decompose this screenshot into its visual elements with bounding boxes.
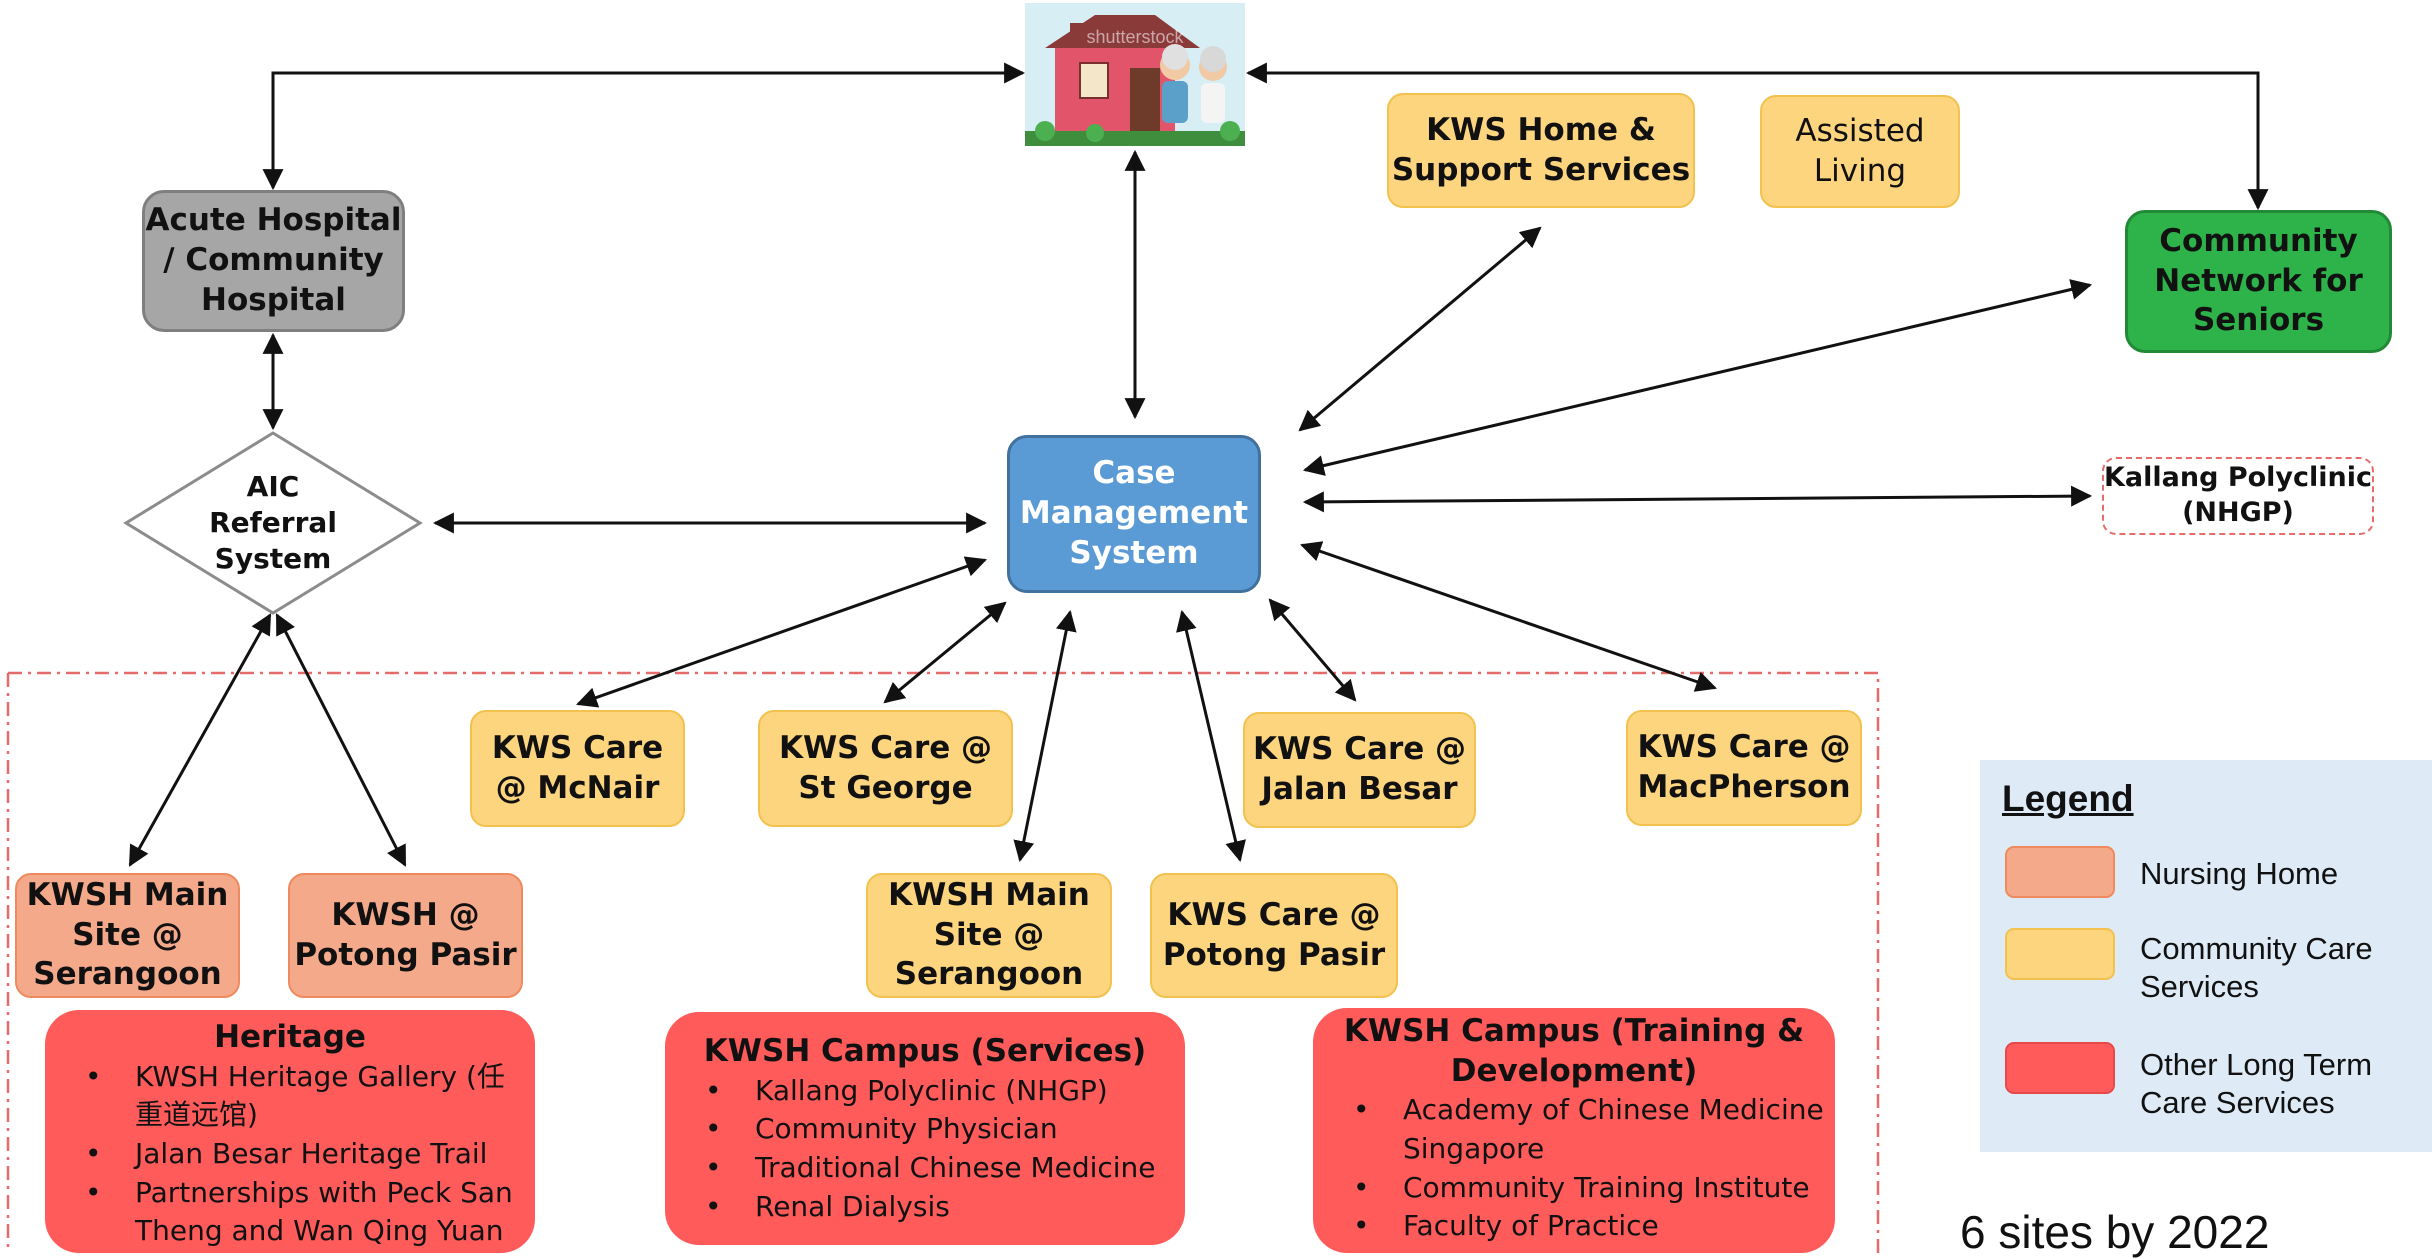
arrow-case-mcnair bbox=[576, 556, 987, 708]
campus-training-item: Academy of Chinese Medicine Singapore bbox=[1313, 1091, 1835, 1168]
campus-training-item: Faculty of Practice bbox=[1313, 1207, 1835, 1246]
arrow-aic-main-left bbox=[128, 613, 272, 867]
campus-services-item-text: Traditional Chinese Medicine bbox=[755, 1150, 1156, 1184]
arrow-case-macpherson bbox=[1300, 541, 1717, 692]
kwsh-potong-pasir-label: KWSH @ Potong Pasir bbox=[294, 896, 517, 973]
kws-home-support-node[interactable]: KWS Home & Support Services bbox=[1387, 93, 1695, 208]
campus-training-item-text: Academy of Chinese Medicine Singapore bbox=[1403, 1093, 1824, 1165]
arrow-case-care-potong-pasir bbox=[1176, 609, 1246, 863]
campus-services-item: Kallang Polyclinic (NHGP) bbox=[665, 1072, 1185, 1111]
arrow-house-community-network bbox=[1245, 62, 2269, 211]
kws-care-mcnair-node[interactable]: KWS Care @ McNair bbox=[470, 710, 685, 827]
arrow-house-acute bbox=[262, 62, 1026, 191]
campus-services-title: KWSH Campus (Services) bbox=[703, 1033, 1147, 1069]
house-with-elderly-couple-icon: shutterstock bbox=[1025, 3, 1245, 146]
kws-care-jalan-besar-node[interactable]: KWS Care @ Jalan Besar bbox=[1243, 712, 1476, 828]
campus-training-item-text: Community Training Institute bbox=[1403, 1170, 1810, 1204]
acute-hospital-node[interactable]: Acute Hospital / Community Hospital bbox=[142, 190, 405, 332]
kwsh-main-site-left-label: KWSH Main Site @ Serangoon bbox=[26, 876, 229, 993]
campus-training-list: Academy of Chinese Medicine Singapore Co… bbox=[1313, 1091, 1835, 1246]
legend-panel: Legend Nursing Home Community Care Servi… bbox=[1980, 760, 2432, 1152]
kws-care-macpherson-label: KWS Care @ MacPherson bbox=[1637, 729, 1851, 805]
arrow-case-home-support bbox=[1298, 226, 1542, 432]
campus-services-item-text: Renal Dialysis bbox=[755, 1189, 950, 1223]
heritage-list: KWSH Heritage Gallery (任 重道远馆) Jalan Bes… bbox=[45, 1058, 535, 1251]
campus-services-item: Traditional Chinese Medicine bbox=[665, 1149, 1185, 1188]
arrow-case-main-center bbox=[1013, 609, 1077, 863]
house-elderly-couple-image: shutterstock bbox=[1025, 3, 1245, 146]
heritage-item: Jalan Besar Heritage Trail bbox=[45, 1135, 535, 1174]
campus-training-box[interactable]: KWSH Campus (Training & Development) Aca… bbox=[1313, 1008, 1835, 1253]
kws-care-macpherson-node[interactable]: KWS Care @ MacPherson bbox=[1626, 710, 1862, 826]
campus-training-title: KWSH Campus (Training & Development) bbox=[1343, 1013, 1805, 1089]
case-management-label: Case Management System bbox=[1019, 455, 1249, 571]
kwsh-potong-pasir-node[interactable]: KWSH @ Potong Pasir bbox=[288, 873, 523, 998]
arrow-aic-kwsh-potong-pasir bbox=[275, 613, 407, 867]
legend-label-other-ltc: Other Long Term Care Services bbox=[2140, 1047, 2373, 1120]
heritage-item: KWSH Heritage Gallery (任 重道远馆) bbox=[45, 1058, 535, 1135]
campus-services-list: Kallang Polyclinic (NHGP) Community Phys… bbox=[665, 1072, 1185, 1227]
kws-care-jalan-besar-label: KWS Care @ Jalan Besar bbox=[1252, 731, 1467, 807]
campus-boundary bbox=[8, 671, 1880, 1253]
campus-services-item-text: Community Physician bbox=[755, 1112, 1058, 1146]
kwsh-main-site-center-node[interactable]: KWSH Main Site @ Serangoon bbox=[866, 873, 1112, 998]
heritage-title: Heritage bbox=[214, 1019, 366, 1055]
heritage-item-text: Partnerships with Peck San Theng and Wan… bbox=[135, 1175, 513, 1248]
footnote-text: 6 sites by 2022 bbox=[1960, 1206, 2270, 1258]
heritage-box[interactable]: Heritage KWSH Heritage Gallery (任 重道远馆) … bbox=[45, 1010, 535, 1253]
aic-referral-label-box: AIC Referral System bbox=[173, 463, 373, 583]
community-network-label: Community Network for Seniors bbox=[2154, 222, 2363, 339]
legend-label-nursing-home: Nursing Home bbox=[2140, 856, 2339, 891]
campus-services-item: Renal Dialysis bbox=[665, 1188, 1185, 1227]
legend-swatch-other-ltc bbox=[2005, 1042, 2115, 1094]
watermark-text: shutterstock bbox=[1086, 27, 1184, 47]
campus-services-item-text: Kallang Polyclinic (NHGP) bbox=[755, 1073, 1108, 1107]
legend-swatch-community-care bbox=[2005, 928, 2115, 980]
acute-hospital-label: Acute Hospital / Community Hospital bbox=[145, 202, 402, 318]
heritage-item: Partnerships with Peck San Theng and Wan… bbox=[45, 1174, 535, 1251]
legend-swatch-nursing-home bbox=[2005, 846, 2115, 898]
campus-services-item: Community Physician bbox=[665, 1110, 1185, 1149]
campus-training-item: Community Training Institute bbox=[1313, 1169, 1835, 1208]
assisted-living-label: Assisted Living bbox=[1795, 112, 1925, 189]
arrow-case-kallang bbox=[1302, 485, 2093, 513]
kws-care-st-george-label: KWS Care @ St George bbox=[778, 729, 993, 806]
kallang-polyclinic-label: Kallang Polyclinic (NHGP) bbox=[2104, 462, 2373, 528]
legend-label-community-care: Community Care Services bbox=[2140, 931, 2373, 1004]
aic-referral-label: AIC Referral System bbox=[209, 470, 337, 575]
heritage-item-text: KWSH Heritage Gallery (任 重道远馆) bbox=[135, 1059, 505, 1132]
case-management-node[interactable]: Case Management System bbox=[1007, 435, 1261, 593]
arrow-case-jalan-besar bbox=[1268, 598, 1357, 702]
heritage-item-text: Jalan Besar Heritage Trail bbox=[135, 1136, 488, 1170]
kws-home-support-label: KWS Home & Support Services bbox=[1391, 111, 1691, 188]
kws-care-potong-pasir-node[interactable]: KWS Care @ Potong Pasir bbox=[1150, 873, 1398, 998]
community-network-node[interactable]: Community Network for Seniors bbox=[2125, 210, 2392, 353]
kwsh-main-site-left-node[interactable]: KWSH Main Site @ Serangoon bbox=[15, 873, 240, 998]
legend-title: Legend bbox=[2002, 778, 2134, 819]
kws-care-potong-pasir-label: KWS Care @ Potong Pasir bbox=[1162, 896, 1386, 973]
assisted-living-node[interactable]: Assisted Living bbox=[1760, 95, 1960, 208]
kwsh-main-site-center-label: KWSH Main Site @ Serangoon bbox=[888, 876, 1090, 993]
aic-referral-diamond[interactable] bbox=[123, 431, 423, 615]
kws-care-mcnair-label: KWS Care @ McNair bbox=[491, 729, 664, 806]
kws-care-st-george-node[interactable]: KWS Care @ St George bbox=[758, 710, 1013, 827]
campus-services-box[interactable]: KWSH Campus (Services) Kallang Polyclini… bbox=[665, 1012, 1185, 1245]
campus-training-item-text: Faculty of Practice bbox=[1403, 1209, 1659, 1243]
arrow-case-community-network bbox=[1302, 279, 2093, 476]
arrow-case-st-george bbox=[883, 601, 1007, 704]
kallang-polyclinic-node[interactable]: Kallang Polyclinic (NHGP) bbox=[2102, 457, 2374, 535]
